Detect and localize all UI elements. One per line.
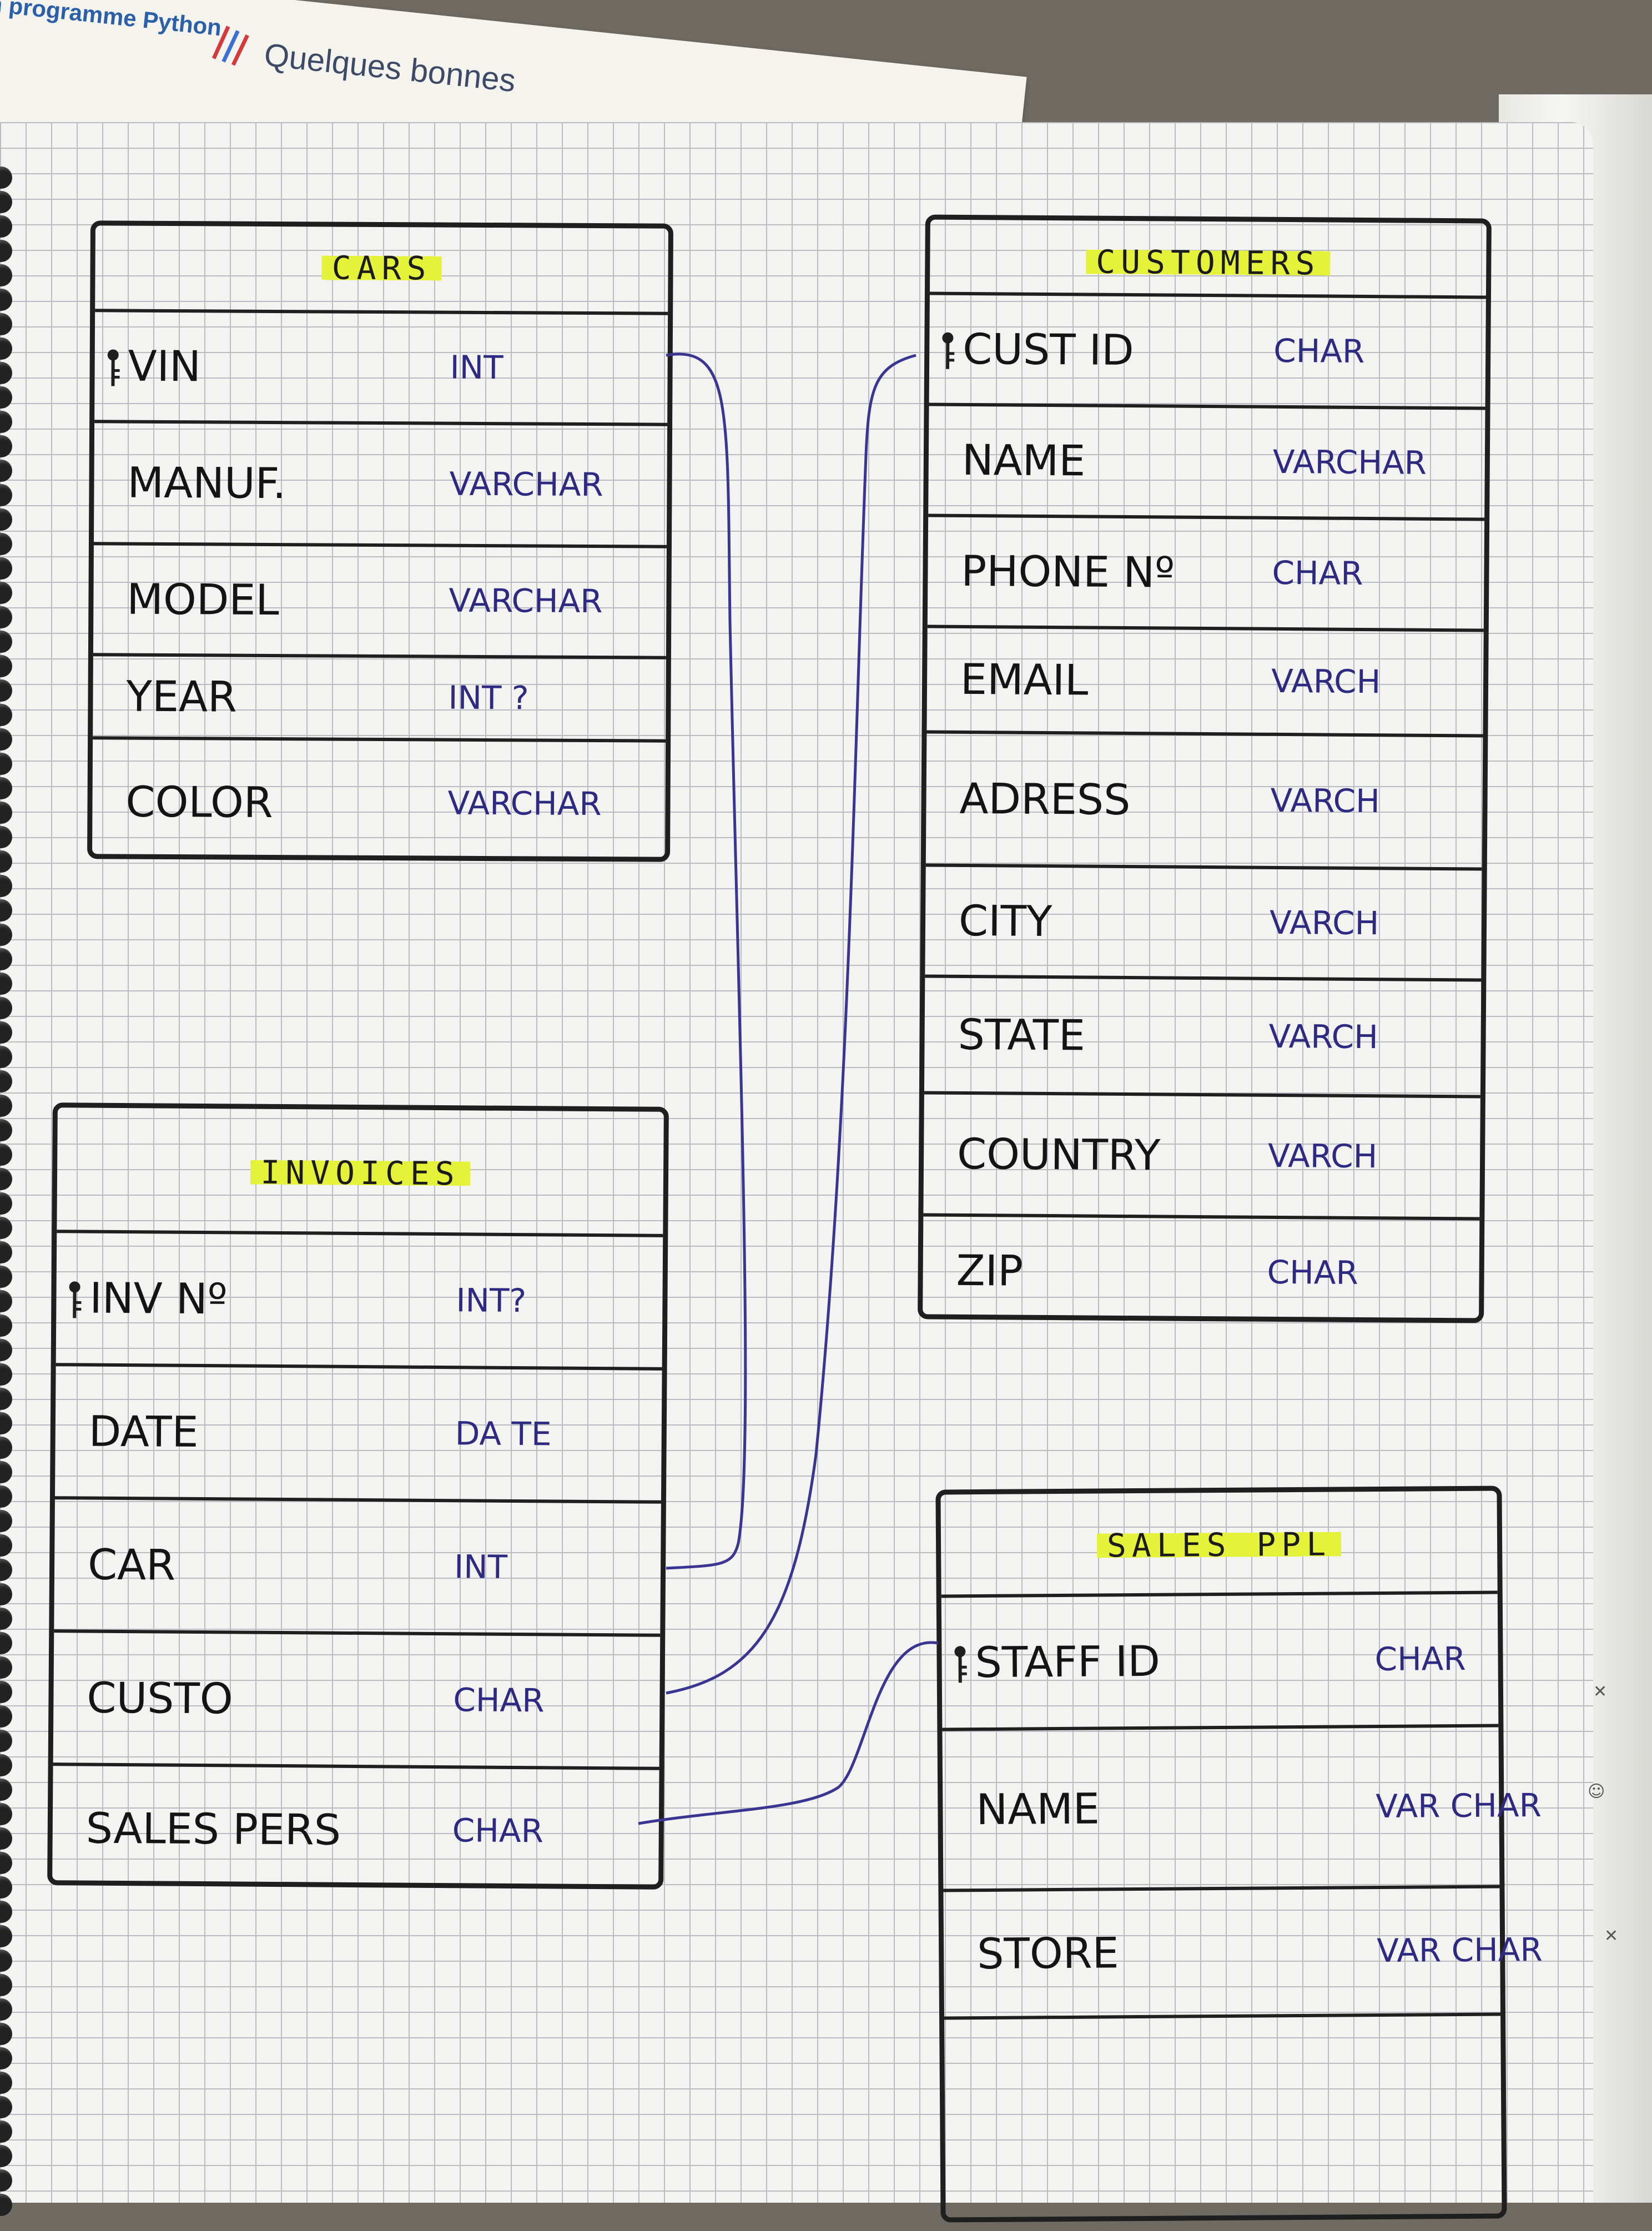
sheet-logo-icon: [208, 14, 251, 68]
link-salespers-staffid: [638, 1643, 938, 1824]
link-custo-custid: [666, 355, 916, 1693]
sleeve-doodle-icon: ☺: [1588, 1782, 1605, 1801]
sheet-heading: un programme Python: [0, 0, 223, 41]
relationship-lines: [0, 122, 1593, 2203]
sleeve-doodle-icon: ✕: [1593, 1682, 1607, 1701]
sheet-subheading: Quelques bonnes: [263, 36, 517, 99]
link-car-vin: [666, 354, 746, 1568]
sleeve-doodle-icon: ✕: [1604, 1926, 1618, 1946]
